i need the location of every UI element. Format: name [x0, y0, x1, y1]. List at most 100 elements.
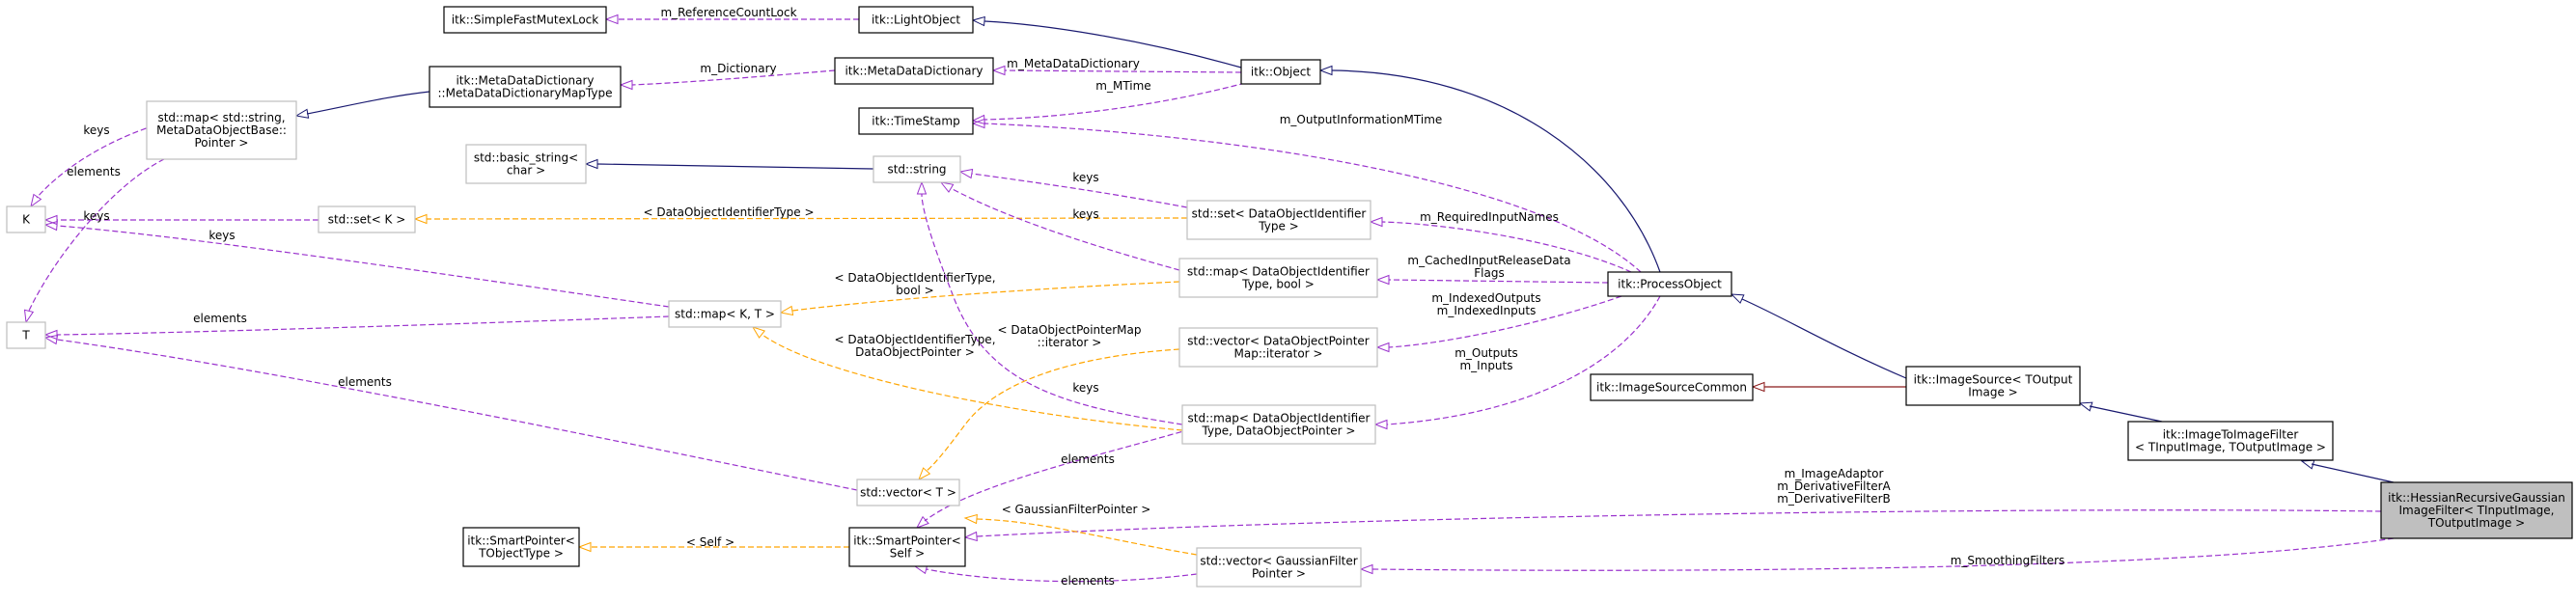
- edge-hessian-to-vecgf-arrowhead: [1359, 563, 1373, 575]
- node-K[interactable]: K: [6, 205, 46, 233]
- edge-label-mdd: m_MetaDataDictionary: [1007, 57, 1140, 70]
- node-sp-T[interactable]: itk::SmartPointer<TObjectType >: [462, 527, 580, 567]
- node-map-KT[interactable]: std::map< K, T >: [668, 300, 782, 328]
- edge-mapdoibool-keys-string-arrowhead: [939, 181, 955, 193]
- node-label: itk::TimeStamp: [872, 115, 959, 128]
- edge-mapdoidop-keys-string: [921, 193, 1183, 425]
- node-label: itk::ImageToImageFilter: [2163, 428, 2299, 442]
- node-isc[interactable]: itk::ImageSourceCommon: [1590, 373, 1754, 401]
- edge-label-keys-k3: keys: [208, 229, 235, 242]
- edge-mapdoibool-to-mapkt-arrowhead: [779, 305, 794, 316]
- edge-label-cached: Flags: [1474, 266, 1504, 280]
- edge-label-adaptor: m_DerivativeFilterB: [1777, 492, 1891, 506]
- node-map-str[interactable]: std::map< std::string,MetaDataObjectBase…: [146, 100, 297, 160]
- edge-setdoi-to-setk-arrowhead: [413, 213, 428, 225]
- edge-imgsrc-to-process-arrowhead: [1730, 293, 1745, 304]
- node-label: TObjectType >: [478, 547, 564, 561]
- node-i2i[interactable]: itk::ImageToImageFilter< TInputImage, TO…: [2127, 421, 2334, 461]
- node-timestamp[interactable]: itk::TimeStamp: [858, 107, 974, 135]
- edge-spself-to-spt-arrowhead: [577, 541, 592, 553]
- edge-hessian-to-spself-arrowhead: [963, 531, 978, 542]
- edge-label-mtime: m_MTime: [1095, 79, 1150, 93]
- edge-vecgf-to-spself-arrowhead: [963, 513, 978, 525]
- edge-label-map-doi-dop-t: DataObjectPointer >: [855, 345, 975, 359]
- edge-label-elem-t2: elements: [193, 312, 247, 325]
- node-box: [856, 479, 960, 506]
- node-mutex[interactable]: itk::SimpleFastMutexLock: [443, 6, 607, 34]
- node-set-doi[interactable]: std::set< DataObjectIdentifierType >: [1186, 200, 1371, 240]
- edge-imgsrc-to-process: [1741, 298, 1907, 379]
- node-label: std::vector< T >: [860, 486, 956, 500]
- node-map-doi-dop[interactable]: std::map< DataObjectIdentifierType, Data…: [1181, 404, 1376, 445]
- node-vec-T[interactable]: std::vector< T >: [856, 479, 960, 506]
- edge-label-outinfo: m_OutputInformationMTime: [1280, 113, 1443, 126]
- edge-vect-elem-t: [56, 339, 858, 491]
- node-box: [1905, 366, 2081, 406]
- node-object[interactable]: itk::Object: [1240, 59, 1321, 85]
- edge-label-elem-t3: elements: [338, 375, 392, 389]
- node-label: Type, DataObjectPointer >: [1202, 424, 1356, 438]
- node-mdd-impl[interactable]: itk::MetaDataDictionary::MetaDataDiction…: [429, 66, 622, 108]
- edge-mdd-to-impl: [631, 69, 836, 86]
- edge-vecdopm-to-vect-arrowhead: [918, 467, 931, 481]
- node-label: Type >: [1258, 220, 1298, 233]
- node-label: char >: [507, 164, 545, 178]
- node-process[interactable]: itk::ProcessObject: [1607, 271, 1732, 297]
- edge-label-dict: m_Dictionary: [700, 62, 776, 75]
- node-T[interactable]: T: [6, 321, 46, 349]
- edge-mapkt-keys-k: [56, 225, 670, 308]
- edge-label-outputs: m_Outputs: [1454, 346, 1518, 360]
- edge-string-to-basic: [596, 163, 874, 170]
- edge-label-keys-s1: keys: [1072, 171, 1098, 184]
- edge-mapdoibool-to-mapkt: [791, 281, 1180, 312]
- edge-label-keys-s2: keys: [1072, 207, 1098, 221]
- edge-label-adaptor: m_ImageAdaptor: [1785, 467, 1884, 480]
- node-box: [465, 144, 587, 184]
- node-box: [668, 300, 782, 328]
- node-box: [858, 6, 974, 34]
- node-sp-self[interactable]: itk::SmartPointer<Self >: [848, 527, 966, 567]
- edge-object-to-mdd: [1004, 69, 1242, 73]
- edge-impl-to-mapstr-arrowhead: [294, 108, 310, 119]
- node-basic-string[interactable]: std::basic_string<char >: [465, 144, 587, 184]
- node-box: [429, 66, 622, 108]
- node-hessian[interactable]: itk::HessianRecursiveGaussianImageFilter…: [2380, 481, 2573, 539]
- node-label: std::map< K, T >: [675, 308, 775, 321]
- node-box: [834, 57, 994, 85]
- node-map-doi-bool[interactable]: std::map< DataObjectIdentifierType, bool…: [1178, 258, 1378, 298]
- edge-label-self: < Self >: [686, 535, 734, 549]
- edge-vecgf-to-spself: [976, 518, 1198, 556]
- edge-process-required-arrowhead: [1369, 216, 1383, 228]
- edge-label-cached: m_CachedInputReleaseData: [1407, 254, 1570, 267]
- node-box: [1178, 258, 1378, 298]
- edge-label-elem-t1: elements: [67, 165, 121, 178]
- node-vec-gf[interactable]: std::vector< GaussianFilterPointer >: [1196, 547, 1362, 588]
- node-label: itk::SmartPointer<: [853, 534, 961, 548]
- node-box: [462, 527, 580, 567]
- node-box: [873, 155, 961, 183]
- node-mdd[interactable]: itk::MetaDataDictionary: [834, 57, 994, 85]
- edge-impl-to-mapstr: [306, 91, 430, 115]
- edge-label-map-doi-bool-t: < DataObjectIdentifierType,: [834, 271, 995, 285]
- edge-vecdopm-to-vect: [926, 348, 1180, 472]
- node-vec-dopm[interactable]: std::vector< DataObjectPointerMap::itera…: [1178, 327, 1378, 368]
- node-box: [848, 527, 966, 567]
- edge-process-outputs-arrowhead: [1373, 419, 1388, 430]
- edge-vect-elem-spself-arrowhead: [915, 515, 929, 529]
- node-label: K: [22, 213, 31, 227]
- edge-process-cached-arrowhead: [1375, 274, 1390, 286]
- node-label: std::vector< DataObjectPointer: [1187, 335, 1370, 348]
- node-label: Type, bool >: [1241, 278, 1315, 291]
- edge-hessian-to-spself: [976, 509, 2382, 537]
- node-imgsrc[interactable]: itk::ImageSource< TOutputImage >: [1905, 366, 2081, 406]
- edge-i2i-to-imgsrc-arrowhead: [2078, 401, 2093, 412]
- node-set-K[interactable]: std::set< K >: [318, 205, 416, 233]
- node-box: [146, 100, 297, 160]
- node-box: [1590, 373, 1754, 401]
- node-string[interactable]: std::string: [873, 155, 961, 183]
- node-light[interactable]: itk::LightObject: [858, 6, 974, 34]
- node-box: [1181, 404, 1376, 445]
- node-label: std::set< DataObjectIdentifier: [1192, 207, 1367, 221]
- edge-label-map-doi-dop-t: < DataObjectIdentifierType,: [834, 333, 995, 346]
